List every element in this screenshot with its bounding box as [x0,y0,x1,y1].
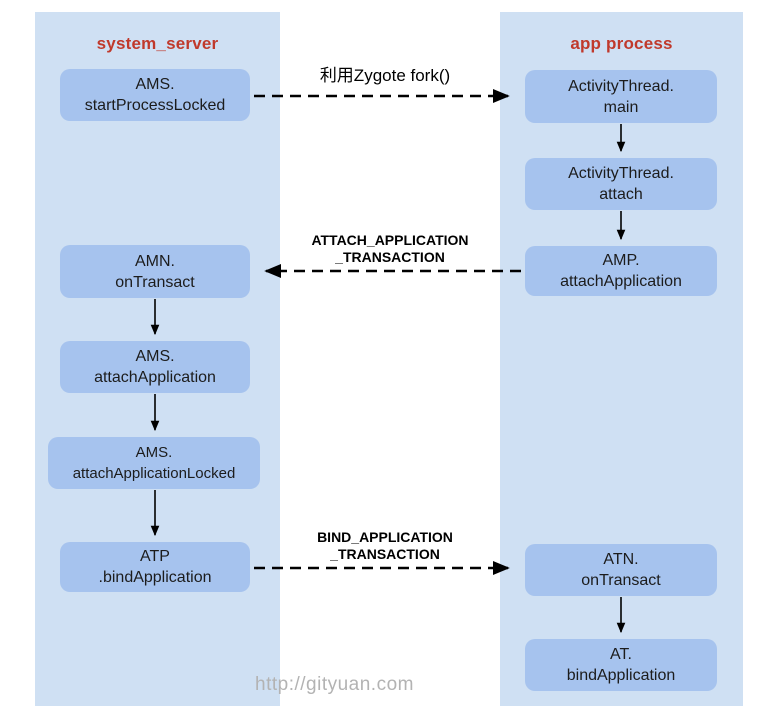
node-ams-attachapplication: AMS. attachApplication [60,341,250,393]
node-label-line: .bindApplication [98,569,212,586]
edge-label-line: _TRANSACTION [335,249,445,265]
node-label-line: onTransact [581,572,661,589]
node-label-line: bindApplication [566,667,676,684]
node-atp-bindapplication: ATP .bindApplication [60,542,250,592]
node-label-line: attachApplication [560,273,682,290]
edge-label-zygote-fork: 利用Zygote fork() [319,66,451,85]
watermark-url: http://gityuan.com [255,674,414,695]
node-amn-ontransact: AMN. onTransact [60,245,250,298]
node-activitythread-attach: ActivityThread. attach [525,158,717,210]
node-label-line: startProcessLocked [84,97,226,114]
edge-label-line: ATTACH_APPLICATION [311,232,469,248]
lane-title-app-process: app process [570,34,673,53]
node-label-line: ActivityThread. [568,165,674,182]
node-label-line: ATP [140,548,170,565]
edge-label-line: BIND_APPLICATION [317,529,453,545]
lane-title-system-server: system_server [96,34,219,53]
node-label-line: AMP. [602,252,640,269]
node-ams-attachapplicationlocked: AMS. attachApplicationLocked [48,437,260,489]
node-label-line: ActivityThread. [568,77,674,95]
node-ams-startprocesslocked: AMS. startProcessLocked [60,69,250,121]
node-label-line: attach [599,186,643,203]
node-label-line: AMN. [135,252,175,270]
node-label-line: onTransact [115,273,195,291]
node-label-line: attachApplicationLocked [72,465,236,482]
node-activitythread-main: ActivityThread. main [525,70,717,123]
node-label-line: AT. [610,646,632,663]
node-label-line: ATN. [603,551,639,568]
node-label-line: AMS. [135,444,173,461]
edge-label-attach-transaction: ATTACH_APPLICATION _TRANSACTION [265,232,515,266]
node-label-line: main [603,98,639,116]
node-label-line: attachApplication [94,369,216,386]
node-at-bindapplication: AT. bindApplication [525,639,717,691]
node-amp-attachapplication: AMP. attachApplication [525,246,717,296]
node-atn-ontransact: ATN. onTransact [525,544,717,596]
edge-label-bind-transaction: BIND_APPLICATION _TRANSACTION [260,529,510,563]
edge-label-line: _TRANSACTION [330,546,440,562]
node-label-line: AMS. [135,76,175,93]
node-label-line: AMS. [135,348,175,365]
